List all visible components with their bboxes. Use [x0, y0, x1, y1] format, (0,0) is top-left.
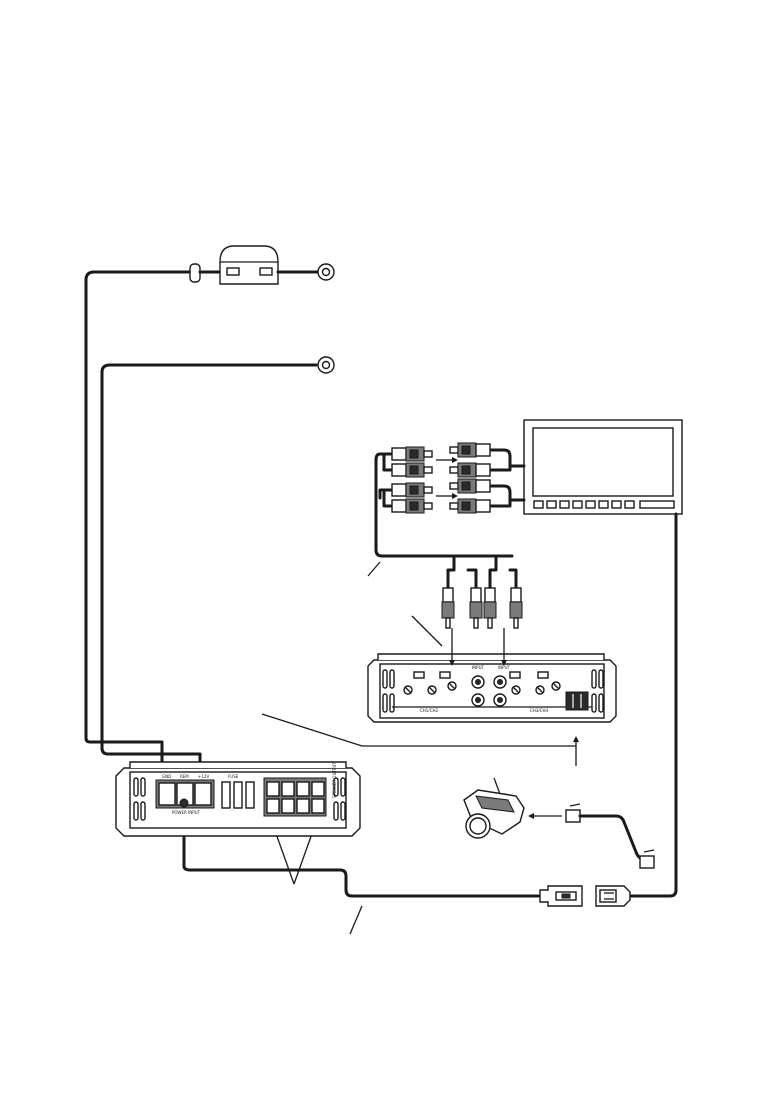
callout-speaker-line-a: [273, 827, 295, 885]
rca-plug: [391, 446, 433, 462]
amp-input-knobs: [403, 681, 561, 695]
speaker-terminal: [281, 781, 295, 797]
heatsink-fin: [389, 693, 395, 713]
rca-plug-vertical: [483, 587, 497, 629]
battery-positive-line: [84, 245, 335, 770]
callout-remote-line: [349, 905, 363, 935]
speaker-terminal: [296, 781, 310, 797]
fuse-label: FUSE: [228, 774, 239, 779]
usb-connector-male-icon: [539, 885, 583, 907]
head-unit-screen: [532, 427, 674, 497]
amp-input-channel-label-1: CH1/CH2: [420, 708, 438, 713]
amplifier-main: GND REM +12V POWER INPUT FUSE SPEAKER OU…: [115, 761, 361, 837]
amp-input-rca-jacks: [471, 675, 507, 707]
heatsink-fin: [133, 801, 139, 821]
inline-fuse-icon: [189, 263, 201, 283]
speaker-output-label: SPEAKER OUTPUT: [332, 762, 337, 798]
head-unit-button: [533, 500, 544, 509]
heatsink-fin: [333, 777, 339, 797]
callout-amp-input-line: [411, 615, 443, 647]
head-unit-button: [585, 500, 596, 509]
heatsink-fin: [591, 693, 597, 713]
usb-connector-female-icon: [595, 885, 631, 907]
rca-plug: [449, 462, 491, 478]
terminal-label-gnd: GND: [162, 774, 171, 779]
terminal-label-rem: REM: [180, 774, 189, 779]
amp-input-label-2: INPUT: [498, 665, 511, 670]
heatsink-fin: [591, 669, 597, 689]
rca-plug-vertical: [509, 587, 523, 629]
head-unit-button: [559, 500, 570, 509]
amp-main-fins-right: [333, 777, 346, 821]
heatsink-fin: [340, 777, 346, 797]
amp-input-switches: [413, 671, 549, 679]
rca-plug-vertical: [441, 587, 455, 629]
ground-line: [100, 356, 335, 770]
bass-remote-icon: [463, 777, 525, 839]
head-unit: [523, 419, 683, 515]
speaker-terminal: [266, 781, 280, 797]
speaker-terminal: [311, 798, 325, 814]
speaker-terminal: [266, 798, 280, 814]
rca-plug: [391, 462, 433, 478]
head-unit-slot: [639, 500, 675, 509]
heatsink-fin: [140, 777, 146, 797]
rca-cables: [374, 448, 526, 590]
head-unit-button: [572, 500, 583, 509]
power-terminals: [155, 779, 215, 809]
head-unit-buttons: [533, 500, 675, 509]
head-unit-usb-line: [628, 512, 678, 898]
head-unit-button: [598, 500, 609, 509]
plug-arrows: [449, 628, 507, 666]
terminal-label-12v: +12V: [198, 774, 209, 779]
amp-input-terminal-block: [565, 691, 589, 711]
heatsink-fin: [389, 669, 395, 689]
heatsink-fin: [333, 801, 339, 821]
callout-speaker-line-b: [293, 827, 315, 885]
power-input-label: POWER INPUT: [172, 810, 201, 815]
amp-input-channel-label-2: CH3/CH4: [530, 708, 548, 713]
head-unit-button: [611, 500, 622, 509]
amp-input-label-1: INPUT: [472, 665, 485, 670]
amplifier-input: INPUT INPUT CH1/CH2 CH3/CH4: [367, 653, 617, 723]
rca-plug: [449, 498, 491, 514]
heatsink-fin: [598, 693, 604, 713]
speaker-terminal: [296, 798, 310, 814]
amp-input-fins-left: [382, 669, 395, 713]
rca-plugs-right: [449, 442, 491, 514]
heatsink-fin: [598, 669, 604, 689]
ring-terminal-ground-icon: [317, 356, 335, 374]
rca-plug: [391, 482, 433, 498]
speaker-terminal: [311, 781, 325, 797]
fuse-holder-icon: [219, 245, 279, 285]
amp-main-fins-left: [133, 777, 146, 821]
heatsink-fin: [382, 669, 388, 689]
remote-line: [182, 798, 542, 898]
rca-plug: [449, 442, 491, 458]
fuse-slots: [221, 781, 255, 809]
heatsink-fin: [140, 801, 146, 821]
rca-plug-vertical: [469, 587, 483, 629]
speaker-terminals: [263, 777, 327, 817]
remote-cable: [565, 803, 655, 869]
rca-plug: [391, 498, 433, 514]
callout-amp-feed-line: [261, 713, 577, 747]
heatsink-fin: [382, 693, 388, 713]
head-unit-button: [624, 500, 635, 509]
rca-plug: [449, 478, 491, 494]
rca-plugs-left: [391, 446, 433, 514]
ring-terminal-positive-icon: [317, 263, 335, 281]
connect-arrows: [436, 457, 458, 499]
callout-rca-line: [367, 561, 381, 577]
speaker-terminal: [281, 798, 295, 814]
heatsink-fin: [133, 777, 139, 797]
rca-plugs-down: [441, 587, 523, 629]
heatsink-fin: [340, 801, 346, 821]
amp-input-fins-right: [591, 669, 604, 713]
head-unit-button: [546, 500, 557, 509]
